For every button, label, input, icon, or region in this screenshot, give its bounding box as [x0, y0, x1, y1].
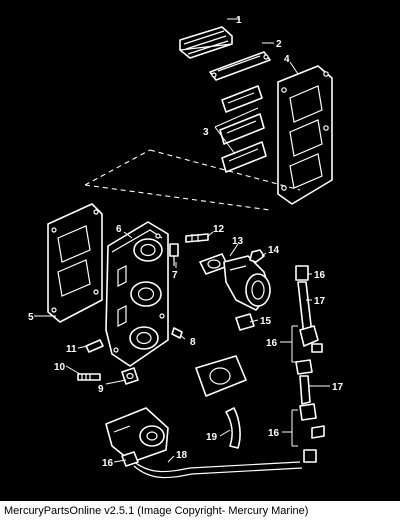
assembly-guide-lines — [84, 149, 301, 211]
part-13-elbow-housing — [199, 253, 271, 311]
callout-9: 9 — [98, 384, 104, 395]
callout-16-b: 16 — [266, 338, 278, 349]
exploded-view-drawing: 1 2 3 4 5 6 7 8 9 10 11 12 13 14 15 16 1… — [28, 15, 344, 479]
callout-19: 19 — [206, 432, 218, 443]
callout-16-d: 16 — [102, 458, 114, 469]
part-7-bolt — [169, 243, 179, 266]
part-19-short-hose — [225, 407, 241, 449]
callout-17-a: 17 — [314, 296, 326, 307]
part-16-fitting-lower — [299, 403, 325, 463]
part-15-clamp — [235, 313, 255, 331]
callout-6: 6 — [116, 224, 122, 235]
part-16-fitting-upper — [295, 325, 323, 375]
callout-5: 5 — [28, 312, 34, 323]
callout-4: 4 — [284, 54, 290, 65]
callout-11: 11 — [66, 344, 77, 355]
part-17-hose-lower — [299, 375, 311, 405]
callout-7: 7 — [172, 270, 178, 281]
part-12-pin — [185, 233, 209, 243]
part-17-hose-upper — [295, 265, 313, 337]
water-pump-housing — [105, 407, 169, 467]
callout-10: 10 — [54, 362, 66, 373]
part-8-screw — [171, 327, 183, 339]
cover-plate — [195, 355, 247, 397]
callout-3: 3 — [203, 127, 209, 138]
callout-12: 12 — [213, 224, 225, 235]
part-6-cylinder-block — [105, 221, 169, 367]
part-1-reed-cover — [179, 26, 233, 59]
callout-13: 13 — [232, 236, 244, 247]
part-11-bolt — [85, 339, 104, 353]
part-5-block-gasket — [47, 203, 103, 323]
callout-leaders — [34, 18, 330, 463]
callout-8: 8 — [190, 337, 196, 348]
part-14-nut — [249, 249, 265, 263]
callout-1: 1 — [236, 15, 242, 26]
callout-14: 14 — [268, 245, 280, 256]
callout-15: 15 — [260, 316, 272, 327]
callout-18: 18 — [176, 450, 188, 461]
callout-16-c: 16 — [268, 428, 280, 439]
part-2-gasket — [209, 51, 271, 81]
callout-17-b: 17 — [332, 382, 344, 393]
part-10-long-bolt — [77, 373, 101, 381]
callout-labels: 1 2 3 4 5 6 7 8 9 10 11 12 13 14 15 16 1… — [28, 15, 344, 469]
callout-2: 2 — [276, 39, 282, 50]
copyright-footer: MercuryPartsOnline v2.5.1 (Image Copyrig… — [0, 501, 400, 521]
callout-16-a: 16 — [314, 270, 326, 281]
part-3-reed-plates — [219, 85, 267, 173]
part-18-water-hose — [131, 459, 303, 479]
part-4-intake-gasket — [277, 65, 333, 205]
part-9-fitting — [121, 367, 139, 385]
